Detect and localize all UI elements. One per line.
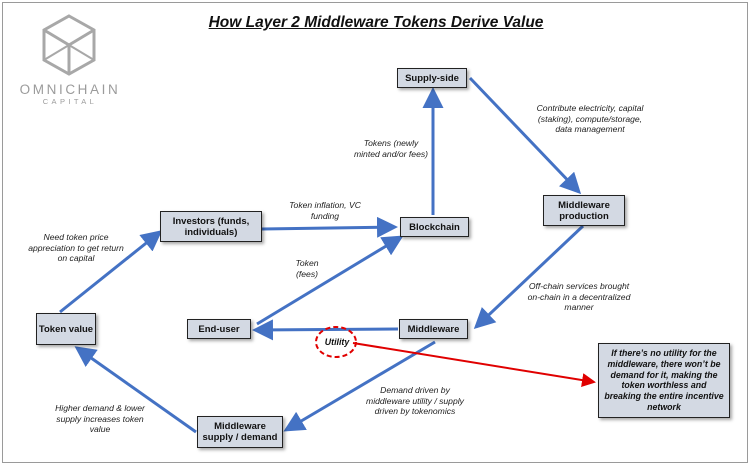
node-middleware-production: Middleware production	[543, 195, 625, 226]
arrow-production-to-middleware	[473, 224, 585, 330]
label-inflation: Token inflation, VC funding	[289, 200, 361, 221]
arrow-enduser-to-blockchain	[256, 235, 404, 326]
logo-name: OMNICHAIN	[19, 82, 121, 97]
arrow-supplydemand-to-tokenvalue	[74, 346, 197, 434]
utility-highlight-circle	[315, 326, 357, 358]
node-supply-side: Supply-side	[397, 68, 467, 88]
diagram-title: How Layer 2 Middleware Tokens Derive Val…	[208, 14, 544, 31]
label-higher-demand: Higher demand & lower supply increases t…	[55, 403, 145, 434]
logo-subtitle: CAPITAL	[42, 97, 98, 106]
arrow-supply-to-production	[468, 76, 582, 195]
arrow-tokenvalue-to-investors	[59, 230, 163, 314]
label-need-price: Need token price appreciation to get ret…	[28, 232, 124, 263]
omnichain-logo-icon	[42, 14, 96, 76]
node-end-user: End-user	[187, 319, 251, 339]
label-contribute: Contribute electricity, capital (staking…	[536, 103, 644, 134]
label-token-fees: Token (fees)	[295, 258, 319, 279]
utility-warning-note: If there’s no utility for the middleware…	[598, 343, 730, 418]
node-blockchain: Blockchain	[400, 217, 469, 237]
utility-label: Utility	[324, 337, 350, 347]
arrow-utility-to-note	[352, 342, 596, 387]
node-token-value: Token value	[36, 313, 96, 345]
arrow-middleware-to-supplydemand	[283, 340, 436, 432]
node-middleware: Middleware	[399, 319, 468, 339]
node-investors: Investors (funds, individuals)	[160, 211, 262, 242]
diagram-frame	[2, 2, 748, 463]
label-tokens-minted: Tokens (newly minted and/or fees)	[353, 138, 429, 159]
label-demand-driven: Demand driven by middleware utility / su…	[366, 385, 464, 416]
arrow-investors-to-blockchain	[261, 216, 398, 238]
label-offchain: Off-chain services brought on-chain in a…	[527, 281, 631, 312]
node-supply-demand: Middleware supply / demand	[197, 416, 283, 448]
